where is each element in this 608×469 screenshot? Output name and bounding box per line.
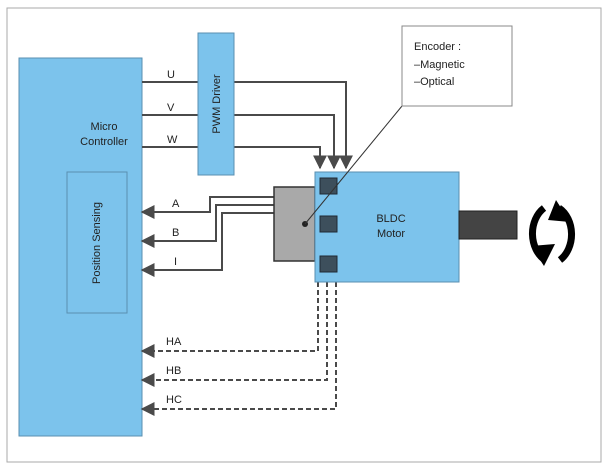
motor-label-line1: BLDC xyxy=(376,213,405,225)
encoder-b-label: B xyxy=(172,227,179,239)
encoder-callout-box: Encoder : –Magnetic –Optical xyxy=(401,25,513,107)
encoder-a-line xyxy=(140,196,274,219)
encoder-block xyxy=(273,186,316,262)
pwm-driver-label-front: PWM Driver xyxy=(211,74,223,134)
motor-terminal-middle xyxy=(319,215,338,233)
phase-u-label: U xyxy=(167,69,175,81)
encoder-i-label: I xyxy=(174,256,177,268)
encoder-callout-title: Encoder : xyxy=(414,41,461,53)
rotation-arrows-icon xyxy=(528,200,576,266)
encoder-b-line xyxy=(140,204,274,248)
hall-c-line xyxy=(140,282,337,416)
phase-u-line xyxy=(142,81,353,170)
encoder-a-label: A xyxy=(172,198,180,210)
micro-controller-label-line2: Controller xyxy=(80,136,128,148)
hall-a-line xyxy=(140,282,319,358)
hall-a-label: HA xyxy=(166,336,182,348)
encoder-callout-leader xyxy=(304,105,403,225)
encoder-signal-lines xyxy=(140,196,274,277)
phase-v-label: V xyxy=(167,102,175,114)
encoder-i-line xyxy=(140,212,274,277)
phase-lines xyxy=(142,81,353,170)
hall-c-label: HC xyxy=(166,394,182,406)
encoder-callout-item-magnetic: –Magnetic xyxy=(414,59,465,71)
micro-controller-label-line1: Micro xyxy=(91,121,118,133)
outer-frame xyxy=(6,7,602,463)
position-sensing-block: Position Sensing xyxy=(66,171,128,314)
hall-b-label: HB xyxy=(166,365,181,377)
phase-w-label: W xyxy=(167,134,178,146)
pwm-driver-overlay xyxy=(197,32,235,176)
hall-sensor-lines xyxy=(140,282,337,416)
motor-shaft xyxy=(458,210,518,240)
position-sensing-label: Position Sensing xyxy=(91,202,103,284)
motor-terminal-top xyxy=(319,177,338,195)
motor-label-line2: Motor xyxy=(377,228,405,240)
hall-b-line xyxy=(140,282,328,387)
motor-terminal-bottom xyxy=(319,255,338,273)
bldc-motor-block: BLDC Motor xyxy=(314,171,460,283)
encoder-callout-item-optical: –Optical xyxy=(414,76,454,88)
